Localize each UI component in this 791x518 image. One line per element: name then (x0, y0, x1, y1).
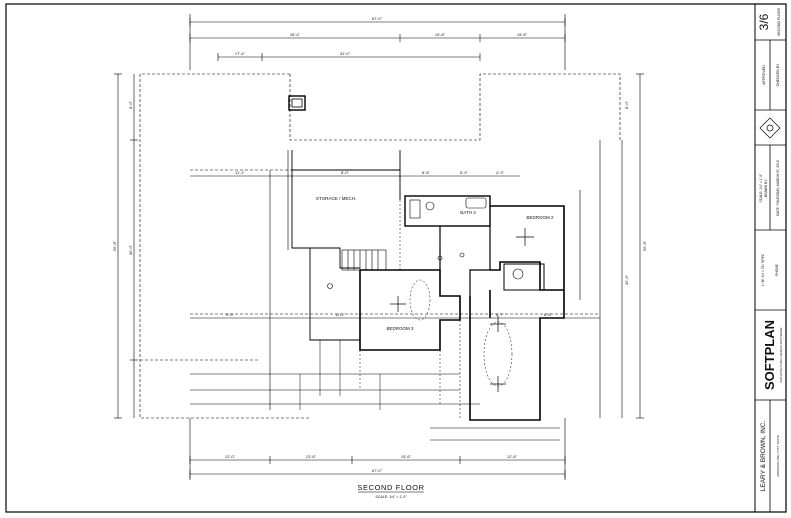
sheet-label: SECOND FLOOR (777, 8, 781, 36)
approved-label: APPROVED (762, 65, 766, 85)
compass-logo (759, 117, 781, 139)
softplan-tagline: ARCHITECTURAL DESIGN SOFTWARE (779, 327, 783, 382)
dim-top-b: 15'-8" (435, 32, 446, 37)
dim-bot-c: 15'-6" (401, 454, 412, 459)
closet (503, 263, 545, 291)
dim-mid-b: 11'-2" (335, 312, 345, 317)
dim-top-a: 28'-4" (290, 32, 301, 37)
attic-area (309, 248, 360, 341)
bath-3 (404, 195, 491, 227)
sheet-border (5, 3, 787, 513)
roof-outline (139, 73, 621, 419)
title-block-text: 3/6 SECOND FLOOR APPROVED CHECKED BY SCA… (757, 8, 783, 492)
dim-mid-a: 9'-5" (226, 312, 235, 317)
bedroom-2-fixture (516, 228, 534, 246)
bedroom-3 (359, 269, 461, 351)
dimension-labels: 67'-0" 28'-4" 15'-8" 15'-8" 17'-4" 31'-0… (112, 16, 647, 473)
drawn-line: DRAWN BY: (764, 179, 768, 197)
storage-room (291, 150, 401, 269)
dim-top-e: 31'-0" (340, 51, 351, 56)
company-name: LEARY & BROWN, INC. (760, 421, 767, 492)
dim-bot-d: 12'-8" (507, 454, 518, 459)
room-labels: STORAGE / MECH. BATH 3 BEDROOM 2 BEDROOM… (316, 196, 554, 331)
checked-label: CHECKED BY (776, 63, 780, 86)
bedroom-2 (490, 205, 565, 291)
dim-top-c: 15'-8" (517, 32, 528, 37)
dim-mid-c: 8'-7" (496, 312, 505, 317)
hall (437, 226, 491, 296)
room-label-storage: STORAGE / MECH. (316, 196, 356, 201)
dim-row-e: 4'-3" (496, 170, 505, 175)
room-label-bedroom-2: BEDROOM 2 (526, 215, 554, 220)
left-dimensions (114, 73, 289, 419)
room-label-bath: BATH 3 (460, 210, 476, 215)
lower-wing-fixtures (483, 316, 513, 392)
top-dimensions (189, 14, 566, 70)
dim-mid-d: 8'-8" (544, 312, 553, 317)
dim-overall-top: 67'-0" (372, 16, 383, 21)
dim-right-c: 8'-0" (624, 100, 629, 109)
dim-row-a: 11'-1" (235, 170, 245, 175)
dim-row-c: 8'-6" (422, 170, 431, 175)
plan-title-block: SECOND FLOOR SCALE: 1/4" = 1'-0" (357, 483, 424, 499)
lower-wing (469, 290, 565, 421)
floor-plan (114, 14, 644, 480)
dim-row-b: 8'-0" (341, 170, 350, 175)
dim-left-b: 40'-0" (128, 244, 133, 255)
dashed-attic-lines (359, 176, 461, 420)
room-label-bedroom-3: BEDROOM 3 (386, 326, 414, 331)
row-dimensions (190, 175, 600, 441)
sheet-number: 3/6 (757, 13, 771, 30)
stair (341, 249, 387, 271)
scale-line: SCALE: 1/4" = 1'-0" (759, 173, 763, 203)
company-address: ADDRESS LINE / CITY, STATE (776, 435, 780, 477)
dim-right-a: 55'-8" (642, 240, 647, 251)
dim-left-c: 55'-8" (112, 240, 117, 251)
phone-label: PHONE (775, 263, 779, 276)
plan-scale: SCALE: 1/4" = 1'-0" (375, 495, 407, 499)
dim-bot-a: 12'-0" (225, 454, 236, 459)
wall-ticks (299, 340, 381, 410)
plan-title: SECOND FLOOR (357, 483, 424, 492)
dim-row-d: 5'-0" (460, 170, 469, 175)
dim-bot-b: 13'-8" (306, 454, 317, 459)
dim-overall-bottom: 67'-0" (372, 468, 383, 473)
dim-top-d: 17'-4" (235, 51, 246, 56)
softplan-brand: SOFTPLAN (762, 320, 777, 390)
mid-text: L: W: 1/4 = 25 / SPEC (761, 253, 765, 286)
right-dimensions (579, 73, 644, 419)
date-line: DATE: THURSDAY, MARCH 07, 2019 (776, 160, 780, 216)
dim-left-a: 8'-0" (128, 100, 133, 109)
title-block (755, 39, 786, 512)
chimney (288, 95, 306, 111)
bedroom-3-fixture (390, 279, 431, 321)
bottom-dimensions (189, 418, 566, 480)
dim-right-b: 42'-6" (624, 274, 629, 285)
